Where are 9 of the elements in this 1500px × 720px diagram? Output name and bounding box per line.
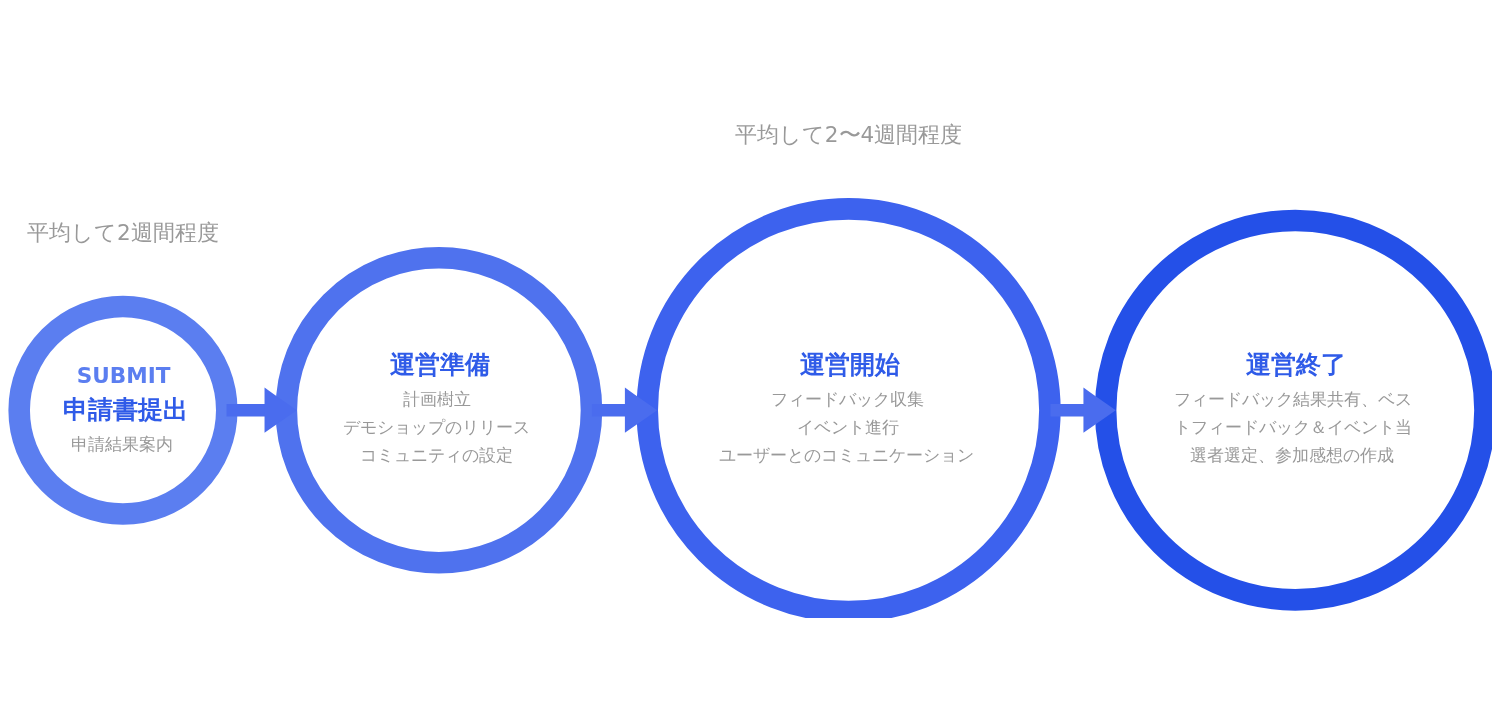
arrow	[226, 387, 297, 433]
arrow	[591, 387, 658, 433]
label: 平均して2週間程度	[27, 220, 219, 246]
node-circle: 運営開始 フィードバック収集 イベント進行 ユーザーとのコミュニケーション	[636, 198, 1061, 618]
label: 平均して2〜4週間程度	[734, 121, 963, 147]
node-circle: 運営終了 フィードバック結果共有、ベストフィードバック＆イベント当選者選定、参加感想の作成	[1094, 209, 1492, 611]
arrow	[1050, 387, 1116, 433]
node-circle: 運営準備 計画樹立 デモショップのリリース コミュニティの設定	[275, 246, 603, 574]
node-circle: SUBMIT 申請書提出 申請結果案内	[8, 295, 238, 525]
